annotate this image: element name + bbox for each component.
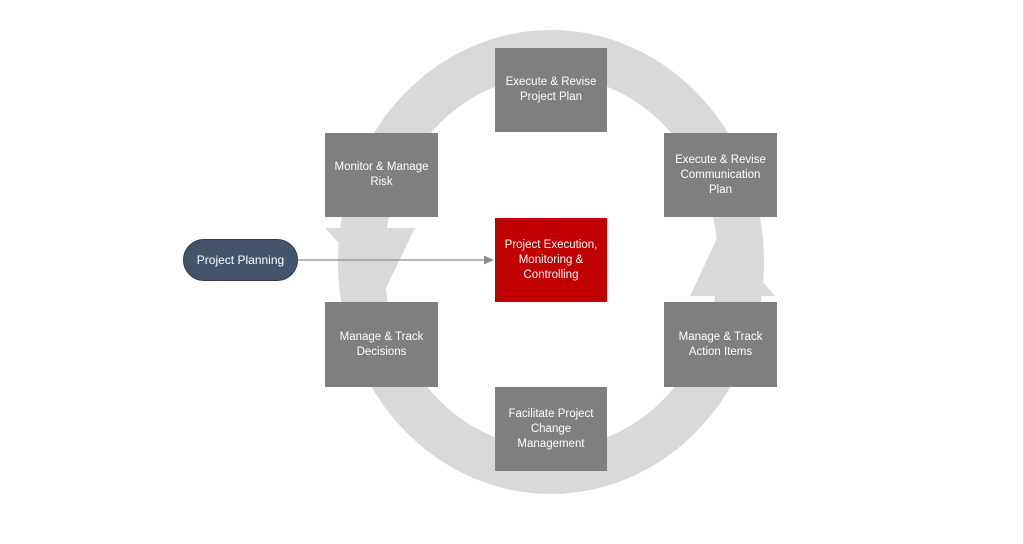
step-manage-track-action-items: Manage & Track Action Items — [664, 302, 777, 387]
step-manage-track-decisions: Manage & Track Decisions — [325, 302, 438, 387]
cycle-arrow-up — [690, 232, 775, 296]
step-execute-revise-project-plan: Execute & Revise Project Plan — [495, 48, 607, 132]
step-monitor-manage-risk: Monitor & Manage Risk — [325, 133, 438, 217]
input-node-project-planning: Project Planning — [183, 239, 298, 281]
step-execute-revise-communication-plan: Execute & Revise Communication Plan — [664, 133, 777, 217]
connector-arrowhead — [484, 255, 494, 265]
center-node-project-execution: Project Execution, Monitoring & Controll… — [495, 218, 607, 302]
step-facilitate-project-change-management: Facilitate Project Change Management — [495, 387, 607, 471]
